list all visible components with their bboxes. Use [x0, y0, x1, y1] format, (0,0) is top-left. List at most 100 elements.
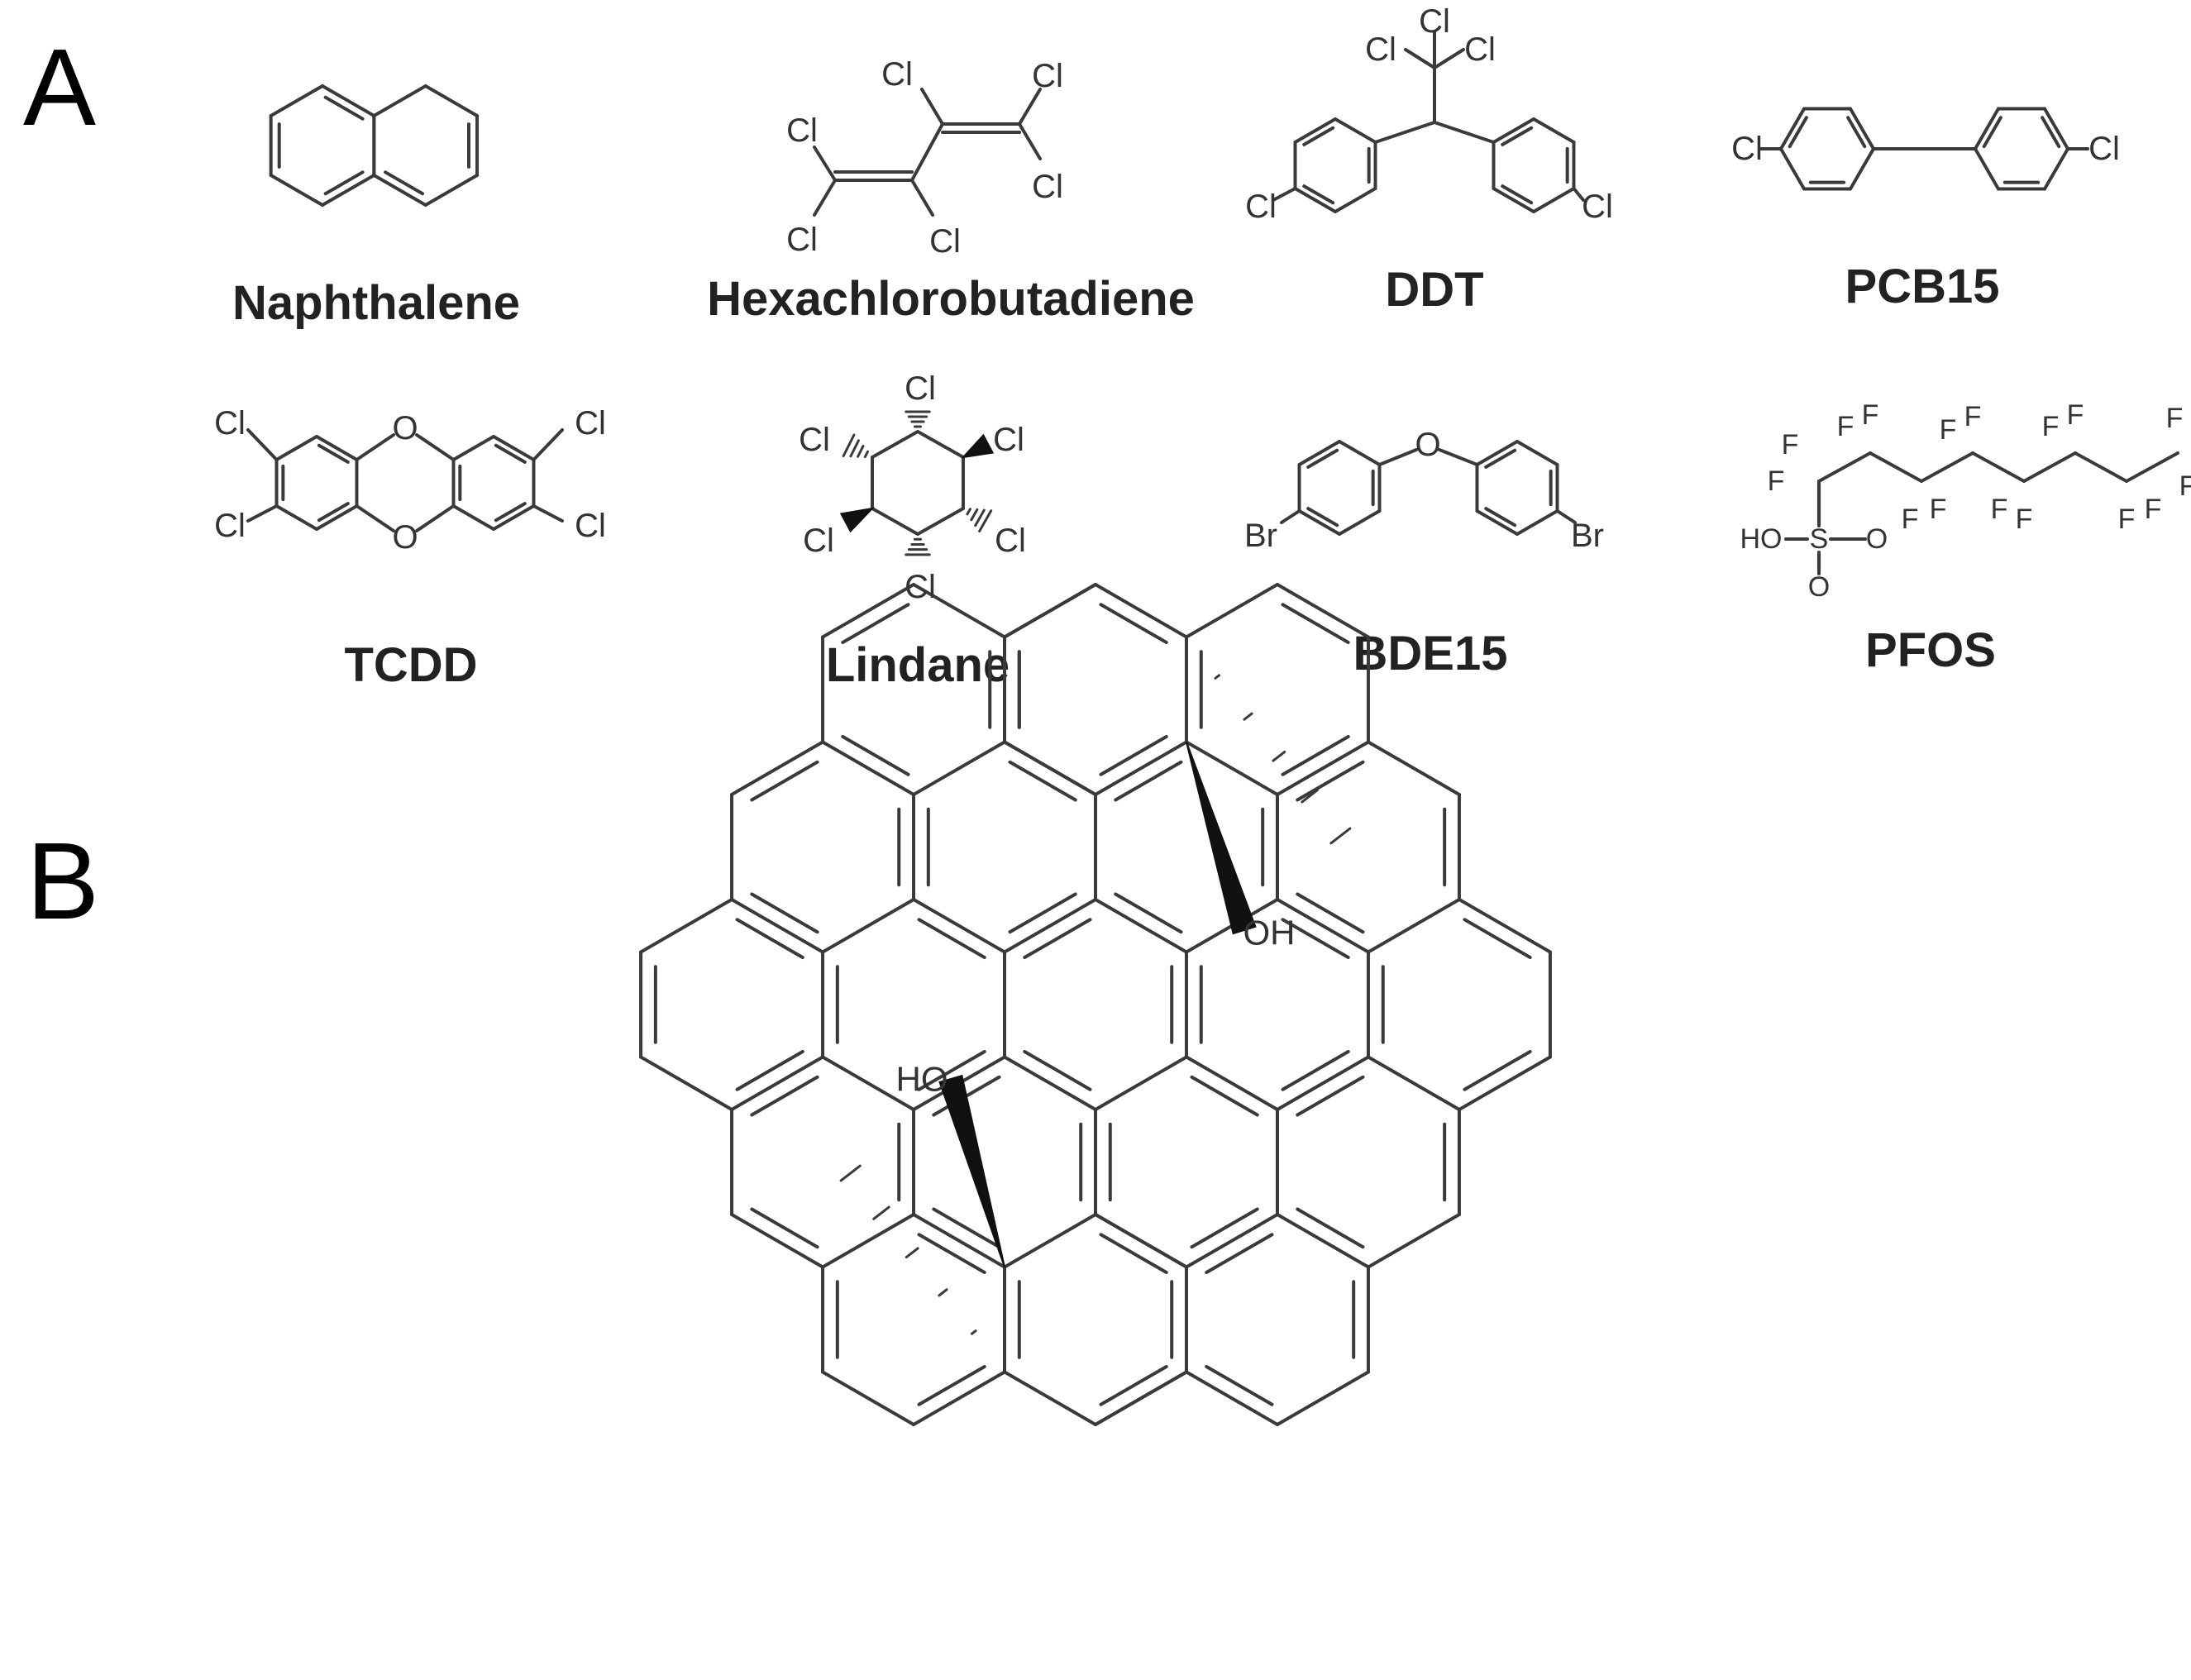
- graphene-bond: [821, 898, 916, 954]
- naphthalene-bond: [269, 84, 324, 117]
- wedge-bond: [1186, 742, 1257, 935]
- compound-name-tcdd: TCDD: [344, 638, 478, 692]
- double-bond-line: [1190, 1207, 1259, 1249]
- double-bond-line: [1008, 760, 1077, 802]
- bond: [910, 122, 944, 182]
- double-bond-line: [1190, 1075, 1259, 1117]
- bond: [813, 179, 837, 217]
- bond: [1018, 122, 1042, 160]
- graphene-bond: [1094, 740, 1188, 796]
- atom-label: Cl: [905, 569, 936, 605]
- bond: [1572, 187, 1585, 202]
- hash-tick: [1272, 750, 1286, 762]
- bde15-bond: [1338, 509, 1382, 536]
- tcdd-bond: [492, 435, 536, 461]
- double-bond-line: [1296, 760, 1365, 802]
- bde15-bond: [1338, 440, 1382, 466]
- graphene-bond: [730, 898, 825, 954]
- graphene-bond: [1275, 1055, 1370, 1111]
- bde15-bond: [1475, 440, 1519, 466]
- naphthalene-bond: [372, 84, 427, 117]
- atom-label: O: [1866, 523, 1888, 555]
- atom-label: Cl: [995, 523, 1026, 559]
- atom-label: O: [392, 519, 418, 556]
- double-bond-line: [1205, 1233, 1274, 1275]
- hash-tick: [1301, 789, 1319, 804]
- ddt-bond: [1334, 187, 1377, 213]
- double-bond-line: [1099, 1364, 1168, 1406]
- lindane-bond: [871, 507, 919, 536]
- double-bond-line: [1306, 507, 1339, 527]
- double-bond-line: [1463, 918, 1532, 960]
- atom-label: F: [1782, 429, 1799, 461]
- graphene-bond: [1094, 583, 1188, 639]
- double-bond-line: [917, 1233, 986, 1275]
- hash-tick: [974, 508, 986, 527]
- bond: [1555, 509, 1577, 524]
- double-bond-line: [1296, 1207, 1365, 1249]
- double-bond-line: [917, 918, 986, 960]
- pcb15-bond: [1849, 107, 1875, 150]
- hash-tick: [966, 508, 971, 516]
- pcb15-bond: [1849, 147, 1875, 191]
- double-bond-line: [1306, 448, 1339, 469]
- graphene-bond: [1457, 1055, 1552, 1111]
- bond: [910, 179, 934, 217]
- bond: [415, 433, 456, 461]
- atom-label: Cl: [1032, 58, 1063, 94]
- atom-label: Cl: [803, 523, 834, 559]
- graphene-bond: [1184, 740, 1279, 796]
- bde15-bond: [1516, 440, 1559, 466]
- lindane-bond: [871, 430, 919, 459]
- graphene-bond: [821, 1370, 916, 1426]
- tcdd-bond: [274, 435, 318, 461]
- atom-label: F: [2042, 411, 2060, 442]
- graphene-bond: [912, 1370, 1007, 1426]
- bond: [1003, 740, 1097, 796]
- naphthalene-bond: [423, 84, 480, 117]
- graphene-bond: [1275, 1370, 1370, 1426]
- bond: [246, 504, 279, 523]
- double-bond-line: [1023, 1049, 1092, 1091]
- double-bond-line: [1114, 892, 1183, 934]
- graphene-bond: [1184, 1213, 1279, 1269]
- graphene-bond: [912, 1213, 1007, 1269]
- graphene-bond: [1366, 1055, 1461, 1111]
- bond: [1272, 187, 1297, 202]
- bde15-bond: [1516, 509, 1559, 536]
- naphthalene-bond: [269, 174, 324, 207]
- graphene-bond: [730, 740, 825, 796]
- bond: [813, 146, 837, 182]
- double-bond-line: [1008, 892, 1077, 934]
- atom-label: Cl: [1582, 189, 1613, 225]
- hash-tick: [872, 1205, 890, 1220]
- double-bond-line: [932, 1207, 1001, 1249]
- lindane-bond: [916, 430, 965, 459]
- graphene-bond: [730, 1213, 825, 1269]
- atom-label: Cl: [881, 56, 913, 93]
- compound-name-naphthalene: Naphthalene: [232, 276, 521, 330]
- ddt-bond: [1492, 187, 1535, 213]
- hash-bond: [839, 1164, 977, 1335]
- double-bond-line: [1099, 603, 1168, 645]
- graphene-bond: [1003, 1055, 1097, 1111]
- graphene-bond: [1275, 1213, 1370, 1269]
- double-bond-line: [1484, 507, 1517, 527]
- atom-label: Cl: [214, 405, 246, 441]
- double-bond-line: [323, 170, 365, 196]
- double-bond-line: [1484, 448, 1517, 469]
- atom-label: Br: [1571, 518, 1604, 554]
- pfos-bond: [1971, 451, 2026, 483]
- panel-a-label: A: [23, 26, 97, 148]
- pfos-bond: [1869, 451, 1923, 483]
- double-bond-line: [1205, 1364, 1274, 1406]
- bde15-bond: [1475, 509, 1519, 536]
- compound-name-bde15: BDE15: [1353, 627, 1508, 680]
- atom-label: F: [2067, 399, 2084, 431]
- double-bond-line: [750, 1207, 819, 1249]
- bond: [1003, 583, 1097, 639]
- atom-label: F: [2118, 504, 2136, 535]
- hash-tick: [839, 1164, 862, 1182]
- atom-label: F: [2016, 504, 2033, 535]
